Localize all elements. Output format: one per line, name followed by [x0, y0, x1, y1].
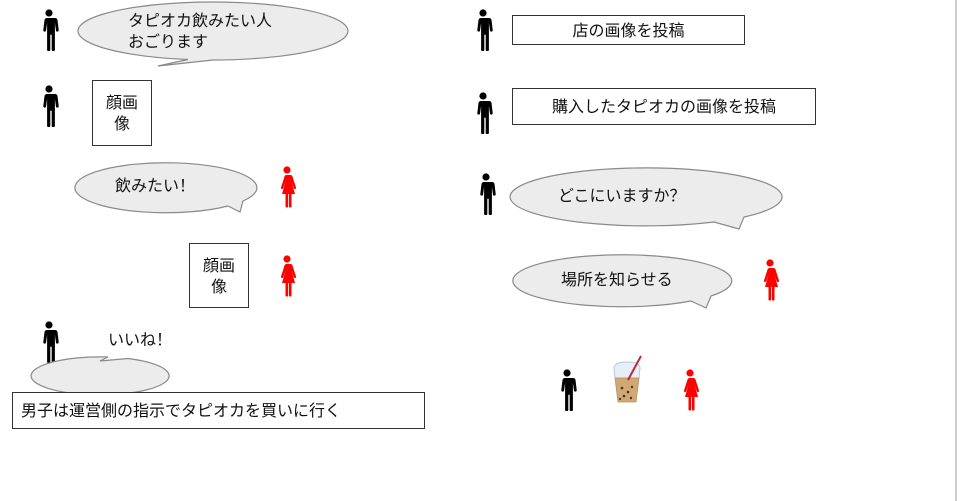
woman-icon: [760, 259, 780, 301]
bubble-text-line2: おごります: [128, 32, 209, 51]
face-image-label-line1: 顔画: [105, 93, 138, 112]
face-image-label-line2: 像: [113, 114, 130, 133]
man-icon: [39, 85, 59, 127]
bubble-text: 飲みたい！: [115, 176, 196, 195]
box-text: 店の画像を投稿: [572, 20, 685, 40]
bubble-text: いいね！: [108, 330, 173, 349]
bubble-text: どこにいますか？: [558, 186, 686, 205]
face-image-placeholder: 顔画 像: [189, 243, 249, 308]
speech-bubble-treat-offer: タピオカ飲みたい人 おごります: [77, 1, 349, 68]
face-image-placeholder: 顔画 像: [92, 80, 152, 146]
box-text: 購入したタピオカの画像を投稿: [551, 97, 776, 116]
tapioca-drink-icon: [613, 355, 642, 403]
woman-icon: [277, 166, 297, 208]
man-icon: [473, 9, 493, 51]
man-icon: [39, 9, 59, 51]
woman-icon: [277, 255, 297, 297]
man-icon: [473, 92, 493, 134]
face-image-label-line1: 顔画: [202, 255, 235, 275]
face-image-label-line2: 像: [210, 276, 227, 296]
divider-line: [955, 0, 957, 501]
speech-bubble-want-drink: 飲みたい！: [74, 160, 260, 214]
bubble-text: 場所を知らせる: [561, 270, 673, 289]
man-icon: [557, 369, 577, 411]
bubble-text-line1: タピオカ飲みたい人: [128, 11, 273, 30]
post-shop-image-box: 店の画像を投稿: [512, 15, 745, 45]
speech-bubble-nice: いいね！: [30, 320, 216, 396]
woman-icon: [680, 369, 700, 411]
man-icon: [476, 173, 496, 215]
man-icon: [39, 321, 59, 363]
note-text: 男子は運営側の指示でタピオカを買いに行く: [21, 401, 342, 420]
speech-bubble-share-location: 場所を知らせる: [512, 252, 740, 310]
note-box: 男子は運営側の指示でタピオカを買いに行く: [12, 392, 425, 429]
post-tapioca-image-box: 購入したタピオカの画像を投稿: [512, 88, 816, 125]
speech-bubble-where-are-you: どこにいますか？: [509, 165, 786, 231]
